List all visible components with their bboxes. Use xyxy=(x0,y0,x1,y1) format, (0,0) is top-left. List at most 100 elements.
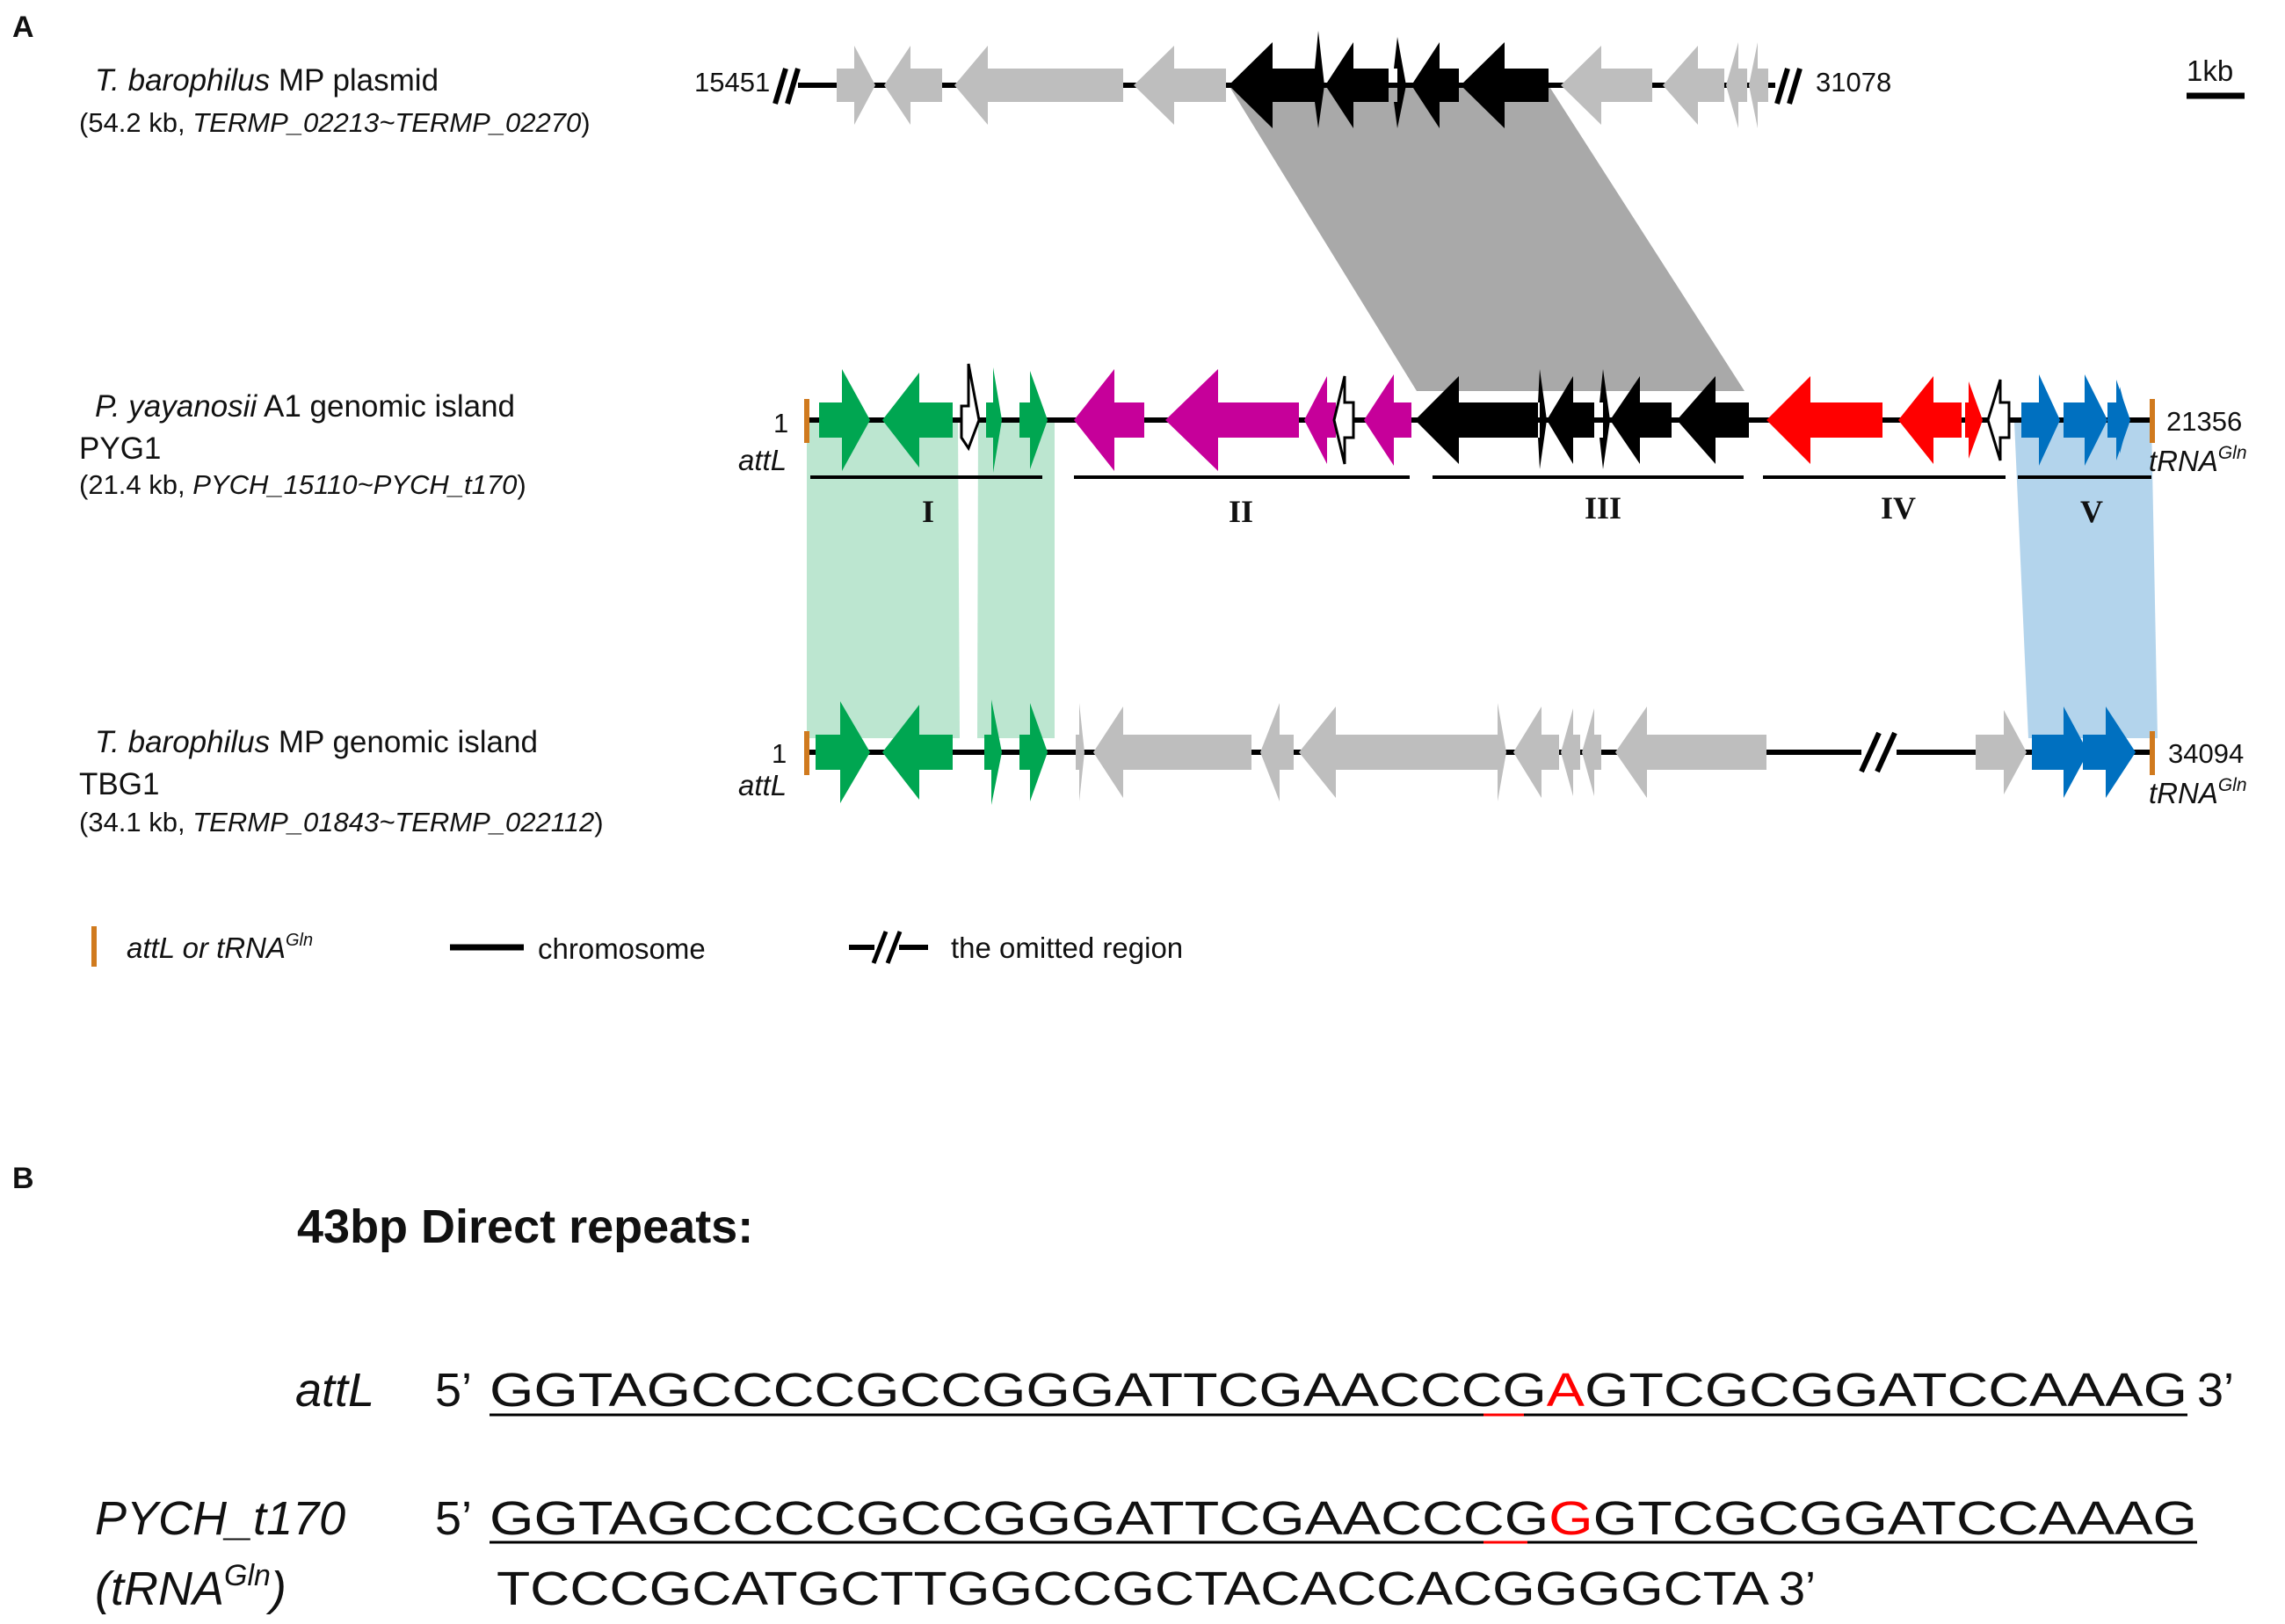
plasmid-name: T. barophilus MP plasmid xyxy=(95,63,439,98)
tbg1-trna-marker xyxy=(2150,731,2155,775)
plasmid-start-coordinate: 15451 xyxy=(694,67,770,98)
panel-label-a: A xyxy=(12,11,34,44)
gene-arrow xyxy=(1229,42,1318,128)
track-pyg1: P. yayanosii A1 genomic island PYG1 (21.… xyxy=(79,363,2247,529)
gene-arrow xyxy=(1074,369,1144,471)
gene-arrow xyxy=(1394,37,1406,128)
pyg1-name-line2: PYG1 xyxy=(79,431,161,466)
gene-arrow xyxy=(1986,379,2011,461)
gene-arrow xyxy=(2064,374,2107,466)
row3-name: (tRNAGln) xyxy=(95,1559,287,1615)
gene-arrow xyxy=(960,363,981,452)
pyg1-start-coordinate: 1 xyxy=(773,408,788,439)
gene-arrow xyxy=(1304,376,1336,464)
gene-arrow xyxy=(1976,710,2027,794)
module-iii-label: III xyxy=(1585,490,1621,526)
gene-arrow xyxy=(2083,707,2136,798)
legend-omitted-label: the omitted region xyxy=(951,932,1183,964)
tbg1-start-coordinate: 1 xyxy=(772,738,787,769)
gene-arrow xyxy=(884,46,942,125)
pyg1-genes xyxy=(819,363,2130,473)
gene-arrow xyxy=(1538,369,1547,469)
row3-suffix: 3’ xyxy=(1779,1562,1816,1615)
gene-arrow xyxy=(837,46,875,125)
gene-arrow xyxy=(1325,42,1389,128)
gene-arrow xyxy=(1411,42,1459,128)
panel-b: 43bp Direct repeats: attL 5’ GGTAGCCCCGC… xyxy=(95,1200,2234,1615)
panel-label-b: B xyxy=(12,1162,34,1195)
tbg1-attl-marker xyxy=(804,731,809,775)
gene-arrow xyxy=(954,46,1123,125)
row2-name: PYCH_t170 xyxy=(95,1492,345,1545)
homology-shading xyxy=(807,85,2158,738)
homology-band-module-i-left xyxy=(807,422,960,738)
pyg1-attl-marker xyxy=(804,399,809,443)
gene-arrow xyxy=(2111,387,2129,453)
module-brackets: I II III IV V xyxy=(810,475,2151,529)
row1-prefix: 5’ xyxy=(435,1364,472,1417)
module-ii-label: II xyxy=(1229,494,1253,529)
tbg1-genes xyxy=(816,700,2136,805)
pyg1-attl-label: attL xyxy=(738,444,787,476)
gene-arrow xyxy=(1165,369,1299,471)
gene-arrow xyxy=(1610,376,1672,464)
gene-arrow xyxy=(1749,42,1768,128)
gene-arrow xyxy=(1561,708,1580,796)
module-iv-label: IV xyxy=(1881,490,1916,526)
row1-name: attL xyxy=(295,1364,374,1417)
gene-arrow xyxy=(1496,703,1506,801)
scale-bar-label: 1kb xyxy=(2187,54,2233,87)
gene-arrow xyxy=(1461,42,1549,128)
gene-arrow xyxy=(1019,371,1048,469)
tbg1-detail: (34.1 kb, TERMP_01843~TERMP_022112) xyxy=(79,807,604,837)
legend-marker-label: attL or tRNAGln xyxy=(127,931,313,964)
panel-b-heading: 43bp Direct repeats: xyxy=(297,1200,753,1253)
plasmid-genes xyxy=(837,31,1768,128)
gene-arrow xyxy=(2021,374,2060,466)
legend-marker-swatch xyxy=(91,926,97,967)
gene-arrow xyxy=(1513,707,1559,798)
legend-chromosome-label: chromosome xyxy=(538,932,706,965)
gene-arrow xyxy=(1076,703,1084,801)
pyg1-trna-marker xyxy=(2150,399,2155,443)
row1-suffix: 3’ xyxy=(2197,1364,2234,1417)
gene-arrow xyxy=(984,700,1002,805)
gene-arrow xyxy=(1898,376,1962,464)
gene-arrow xyxy=(1019,703,1048,801)
tbg1-end-coordinate: 34094 xyxy=(2168,738,2244,769)
plasmid-break-left xyxy=(773,68,801,105)
gene-arrow xyxy=(1547,376,1594,464)
gene-arrow xyxy=(1134,46,1226,125)
tbg1-name-line2: TBG1 xyxy=(79,767,159,801)
gene-arrow xyxy=(819,369,870,471)
plasmid-detail: (54.2 kb, TERMP_02213~TERMP_02270) xyxy=(79,107,591,138)
homology-band-module-i-right xyxy=(977,422,1055,738)
homology-band-module-iii xyxy=(1229,85,1745,391)
gene-arrow xyxy=(1726,42,1747,128)
gene-arrow xyxy=(1600,369,1610,469)
plasmid-end-coordinate: 31078 xyxy=(1816,67,1891,98)
pyg1-end-coordinate: 21356 xyxy=(2166,406,2242,437)
track-tbg1: T. barophilus MP genomic island TBG1 (34… xyxy=(79,700,2247,837)
tbg1-name: T. barophilus MP genomic island xyxy=(95,725,538,759)
gene-arrow xyxy=(2032,707,2088,798)
legend-omitted-swatch xyxy=(849,931,928,964)
homology-band-module-v xyxy=(2014,422,2158,738)
tbg1-trna-label: tRNAGln xyxy=(2149,775,2247,809)
gene-arrow xyxy=(1093,707,1251,798)
gene-arrow xyxy=(1364,374,1411,466)
gene-arrow xyxy=(1582,708,1601,796)
gene-arrow xyxy=(1965,381,1983,459)
gene-arrow xyxy=(1299,707,1496,798)
gene-arrow xyxy=(1561,46,1652,125)
gene-arrow xyxy=(882,373,953,468)
legend: attL or tRNAGln chromosome the omitted r… xyxy=(91,926,1183,967)
gene-arrow xyxy=(1415,376,1538,464)
tbg1-attl-label: attL xyxy=(738,769,787,801)
gene-arrow xyxy=(1260,703,1294,801)
gene-arrow xyxy=(882,705,953,800)
module-v-label: V xyxy=(2080,494,2103,529)
pyg1-trna-label: tRNAGln xyxy=(2149,443,2247,477)
